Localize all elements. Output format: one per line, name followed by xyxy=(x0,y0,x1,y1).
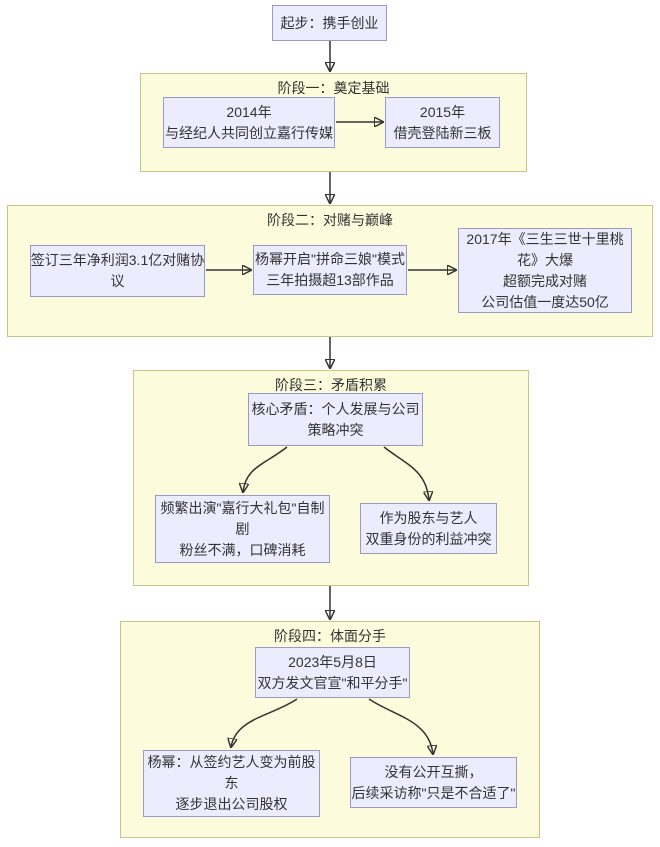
stage-4-box-exit-equity: 杨幂：从签约艺人变为前股东逐步退出公司股权 xyxy=(143,750,320,817)
node-text-line: 三年拍摄超13部作品 xyxy=(266,272,394,288)
node-text-line: 公司估值一度达50亿 xyxy=(481,293,609,310)
node-text-line: 作为股东与艺人 xyxy=(379,509,478,526)
stage-4-box-announcement: 2023年5月8日双方发文官宣"和平分手" xyxy=(255,647,410,698)
node-text-line: 议 xyxy=(110,273,125,289)
node-text-line: 频繁出演"嘉行大礼包"自制 xyxy=(160,499,325,516)
node-text-line: 杨幂：从签约艺人变为前股 xyxy=(147,754,316,770)
stage-1-box-2014: 2014年与经纪人共同创立嘉行传媒 xyxy=(163,97,335,148)
stage-3-box-fan-discontent: 频繁出演"嘉行大礼包"自制剧粉丝不满，口碑消耗 xyxy=(155,495,330,563)
node-text-line: 2015年 xyxy=(419,103,466,120)
stage-2-label: 阶段二：对赌与巅峰 xyxy=(267,212,393,228)
node-text-line: 2023年5月8日 xyxy=(288,653,377,670)
stage-2-box-2017-peak: 2017年《三生三世十里桃花》大爆超额完成对赌公司估值一度达50亿 xyxy=(458,228,632,313)
node-text-line: 双方发文官宣"和平分手" xyxy=(257,674,408,691)
node-text-line: 2017年《三生三世十里桃 xyxy=(466,230,624,247)
node-text-line: 逐步退出公司股权 xyxy=(175,796,288,812)
node-text-line: 剧 xyxy=(235,520,250,537)
node-text-line: 花》大爆 xyxy=(517,251,573,268)
stage-1-label: 阶段一：奠定基础 xyxy=(277,80,390,96)
node-text-line: 借壳登陆新三板 xyxy=(393,124,492,141)
node-text-line: 策略冲突 xyxy=(307,421,364,438)
node-text-line: 2014年 xyxy=(226,103,272,120)
arrow-core-to-left-3 xyxy=(243,446,288,492)
node-text-line: 东 xyxy=(224,775,239,791)
stage-2-box-bet-agreement: 签订三年净利润3.1亿对赌协议 xyxy=(30,245,205,297)
node-text-line: 双重身份的利益冲突 xyxy=(365,530,492,547)
node-text-line: 签订三年净利润3.1亿对赌协 xyxy=(30,252,205,268)
arrow-core-to-right-3 xyxy=(383,446,429,500)
arrow-core-to-left-4 xyxy=(231,698,298,747)
node-text-line: 后续采访称"只是不合适了" xyxy=(351,784,516,801)
stage-3-box-dual-identity: 作为股东与艺人双重身份的利益冲突 xyxy=(360,503,497,554)
node-text-line: 没有公开互撕， xyxy=(384,763,483,780)
node-text-line: 与经纪人共同创立嘉行传媒 xyxy=(165,124,333,141)
stage-1-box-2015: 2015年借壳登陆新三板 xyxy=(385,97,500,148)
node-text-line: 杨幂开启"拼命三娘"模式 xyxy=(255,251,405,267)
stage-3-label: 阶段三：矛盾积累 xyxy=(275,377,387,393)
stage-2-box-work-mode: 杨幂开启"拼命三娘"模式三年拍摄超13部作品 xyxy=(253,245,407,295)
node-text-line: 起步：携手创业 xyxy=(280,14,379,31)
start-node: 起步：携手创业 xyxy=(272,5,387,41)
node-text-line: 粉丝不满，口碑消耗 xyxy=(179,541,306,558)
stage-3-box-core-conflict: 核心矛盾：个人发展与公司策略冲突 xyxy=(248,393,423,446)
arrow-core-to-right-4 xyxy=(368,698,433,754)
stage-4-box-no-public-fight: 没有公开互撕， 后续采访称"只是不合适了" xyxy=(350,757,517,808)
node-text-line: 核心矛盾：个人发展与公司 xyxy=(251,400,420,417)
stage-4-label: 阶段四：体面分手 xyxy=(274,628,386,644)
node-text-line: 超额完成对赌 xyxy=(503,272,587,289)
